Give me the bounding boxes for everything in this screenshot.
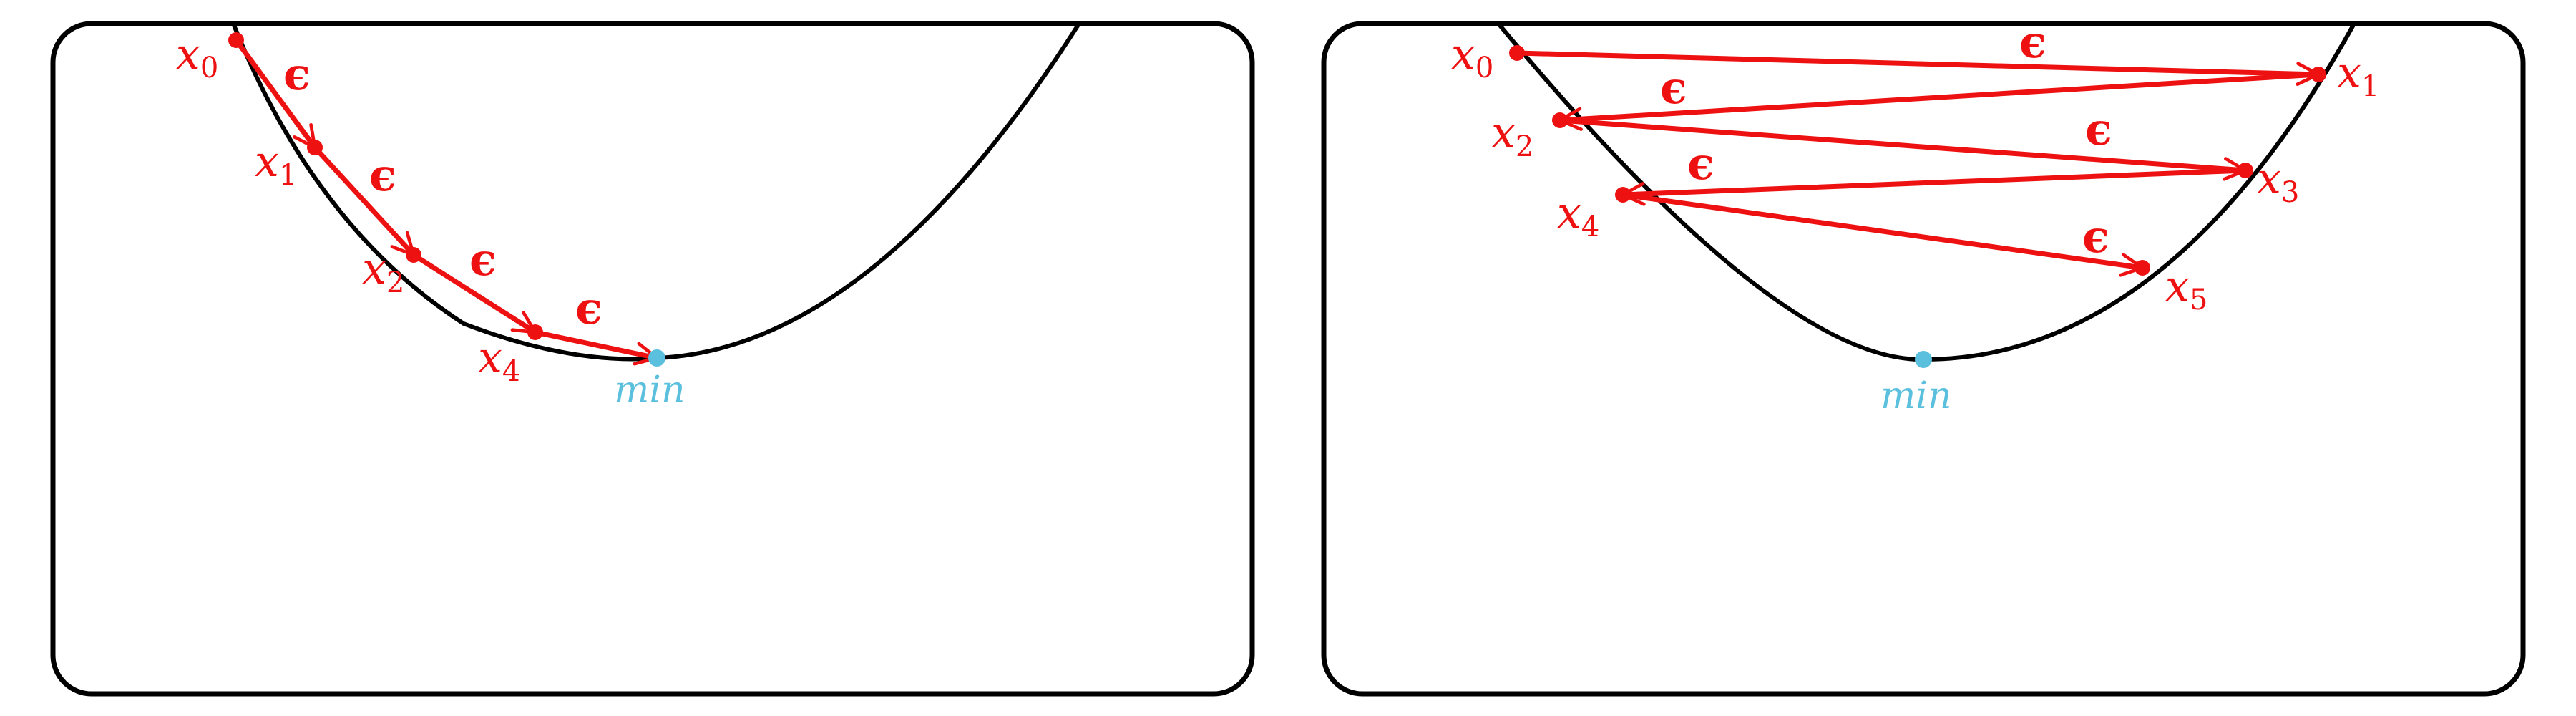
iterate-label-x0: x0 (176, 29, 218, 84)
step-arrow (1620, 192, 2145, 277)
iterate-label-x1: x1 (2337, 48, 2379, 103)
iterate-label-x3: x3 (2257, 154, 2299, 209)
iterate-point (1615, 187, 1631, 203)
iterate-label-x2: x2 (362, 244, 404, 299)
step-size-label: ϵ (2085, 103, 2112, 155)
iterate-label-x4: x4 (1557, 188, 1599, 243)
step-size-label: ϵ (1660, 62, 1687, 114)
iterate-points (1509, 45, 2326, 276)
step-size-label: ϵ (2082, 211, 2109, 263)
step-arrow (1557, 117, 2248, 181)
step-size-label: ϵ (1687, 137, 1714, 190)
step-arrow (1557, 72, 2321, 131)
panel-frame (50, 21, 1255, 697)
step-arrow (233, 37, 318, 150)
step-arrows (1514, 50, 2321, 277)
panel-small-step: ϵ ϵ ϵ ϵ x0 x1 x2 x4 min (50, 21, 1255, 697)
iterate-points (228, 32, 543, 340)
iterate-label-x2: x2 (1491, 108, 1533, 163)
iterate-point (2311, 67, 2326, 82)
loss-curve (231, 24, 1081, 362)
step-arrow (312, 145, 416, 258)
iterate-point (1509, 45, 1525, 61)
step-arrow (1514, 50, 2321, 86)
iterate-point (228, 32, 244, 48)
minimum-label: min (614, 369, 685, 412)
step-arrows (233, 37, 660, 366)
minimum-point (1915, 351, 1932, 368)
step-size-label: ϵ (575, 282, 602, 334)
step-arrow (532, 329, 660, 366)
panel-frame (1321, 21, 2526, 697)
step-arrow (1620, 168, 2248, 206)
iterate-point (2135, 260, 2150, 276)
iterate-point (527, 324, 543, 340)
step-arrow (411, 252, 538, 335)
panel-large-step: ϵ ϵ ϵ ϵ ϵ x0 x1 x2 x3 x4 x5 min (1321, 16, 2526, 697)
iterate-point (2238, 163, 2253, 178)
iterate-point (406, 247, 421, 263)
step-size-label: ϵ (369, 149, 396, 201)
iterate-label-x0: x0 (1451, 29, 1493, 84)
iterate-point (1552, 112, 1568, 128)
step-size-label: ϵ (283, 48, 311, 100)
iterate-label-x4: x4 (478, 333, 520, 388)
step-size-label: ϵ (2019, 16, 2046, 68)
iterate-label-x5: x5 (2165, 261, 2207, 316)
minimum-label: min (1880, 374, 1951, 417)
minimum-point (648, 349, 665, 367)
step-size-label: ϵ (469, 233, 497, 286)
iterate-point (307, 140, 323, 155)
iterate-label-x1: x1 (255, 137, 297, 192)
